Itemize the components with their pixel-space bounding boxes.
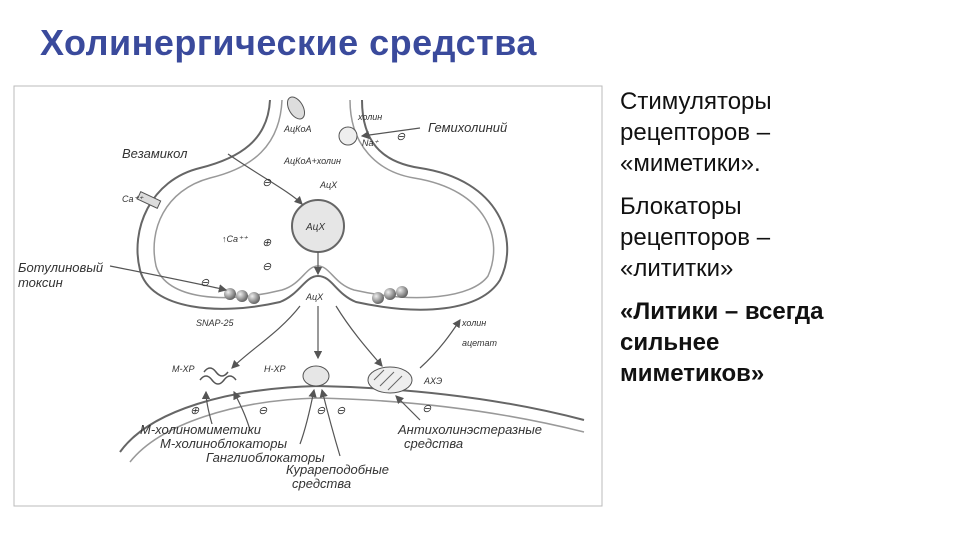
arrow-choline-return	[419, 319, 461, 369]
arrow-to-m-receptor	[231, 305, 301, 369]
ca-outside-label: Ca⁺⁺	[122, 194, 144, 204]
anticholinesterase-label-line2: средства	[404, 436, 463, 451]
minus-sign-ganglioblockers: ⊖	[316, 405, 326, 417]
snare-complex-right	[372, 286, 408, 304]
calcium-channel-icon	[136, 191, 162, 209]
diagram-frame	[13, 85, 603, 507]
m-cholinomimetics-label: М-холиномиметики	[140, 422, 261, 437]
ache-enzyme-icon	[367, 366, 413, 394]
acetyl-coa-choline-label: АцКоА+холин	[283, 156, 341, 166]
paragraph-conclusion: «Литики – всегда сильнее миметиков»	[620, 296, 940, 389]
cholinergic-synapse-diagram: АцХ	[0, 80, 604, 508]
curare-label-line2: средства	[292, 476, 351, 491]
minus-sign-calcium: ⊖	[262, 261, 272, 273]
vesamicol-label: Везамикол	[122, 146, 188, 161]
snare-complex-left	[224, 288, 260, 304]
m-cholinoblockers-label: М-холиноблокаторы	[160, 436, 288, 451]
ach-cleft-label: АцХ	[305, 292, 324, 302]
ach-small-label: АцХ	[319, 180, 338, 190]
arrow-m-mimetics	[201, 390, 213, 425]
acetate-label: ацетат	[462, 338, 497, 348]
minus-sign-m-blockers: ⊖	[258, 405, 268, 417]
minus-sign-hemicholinium: ⊖	[396, 131, 406, 143]
choline-bottom-label: холин	[461, 318, 486, 328]
arrow-m-blockers	[233, 390, 251, 431]
botulinum-label-line2: токсин	[18, 275, 63, 290]
paragraph-stimulators: Стимуляторы рецепторов – «миметики».	[620, 86, 940, 179]
anticholinesterase-label-line1: Антихолинэстеразные	[397, 422, 542, 437]
text-panel: Стимуляторы рецепторов – «миметики». Бло…	[620, 86, 940, 401]
arrow-hemicholinium	[360, 127, 421, 140]
arrow-vesamicol	[227, 153, 303, 205]
hemicholinium-label: Гемихолиний	[428, 120, 507, 135]
blockers-line-3: «лититки»	[620, 255, 734, 282]
ache-stripes	[373, 369, 403, 391]
curare-label-line1: Курареподобные	[286, 462, 389, 477]
ganglioblockers-label: Ганглиоблокаторы	[206, 450, 325, 465]
acetyl-coa-label: АцКоА	[283, 124, 311, 134]
arrow-anticholinesterase	[395, 395, 421, 421]
blockers-line-1: Блокаторы	[620, 193, 742, 220]
m-receptor-icon	[199, 367, 237, 385]
conclusion-line-3: миметиков»	[620, 360, 765, 387]
vesicle-label: АцХ	[305, 222, 325, 233]
choline-top-label: холин	[357, 112, 382, 122]
mitochondrion-icon	[286, 96, 306, 120]
botulinum-label-line1: Ботулиновый	[18, 260, 103, 275]
arrow-to-ache	[335, 305, 383, 367]
stimulators-line-1: Стимуляторы	[620, 88, 772, 115]
minus-sign-vesamicol: ⊖	[262, 177, 272, 189]
choline-transporter-icon	[338, 126, 358, 146]
paragraph-blockers: Блокаторы рецепторов – «лититки»	[620, 191, 940, 284]
stimulators-line-2: рецепторов –	[620, 119, 771, 146]
arrow-curare	[319, 388, 341, 457]
minus-sign-botulinum: ⊖	[200, 277, 210, 289]
presynaptic-membrane-outer	[136, 99, 509, 311]
plus-sign-calcium: ⊕	[262, 237, 272, 249]
ca-inside-label: ↑Ca⁺⁺	[222, 234, 249, 244]
n-receptor-icon	[302, 365, 330, 387]
blockers-line-2: рецепторов –	[620, 224, 771, 251]
stimulators-line-3: «миметики».	[620, 150, 761, 177]
arrow-ganglioblockers	[299, 388, 317, 445]
arrow-botulinum	[109, 265, 228, 293]
minus-sign-anticholinesterase: ⊖	[422, 403, 432, 415]
postsynaptic-membrane-inner	[129, 397, 585, 463]
conclusion-line-2: сильнее	[620, 329, 720, 356]
plus-sign-m-mimetics: ⊕	[190, 405, 200, 417]
n-receptor-label: Н-ХР	[264, 364, 286, 374]
ache-label: АХЭ	[423, 376, 442, 386]
m-receptor-label: М-ХР	[172, 364, 195, 374]
snap25-label: SNAP-25	[196, 318, 235, 328]
conclusion-line-1: «Литики – всегда	[620, 298, 824, 325]
na-label: Na⁺	[362, 138, 380, 148]
slide-title: Холинергические средства	[40, 22, 537, 63]
minus-sign-curare: ⊖	[336, 405, 346, 417]
